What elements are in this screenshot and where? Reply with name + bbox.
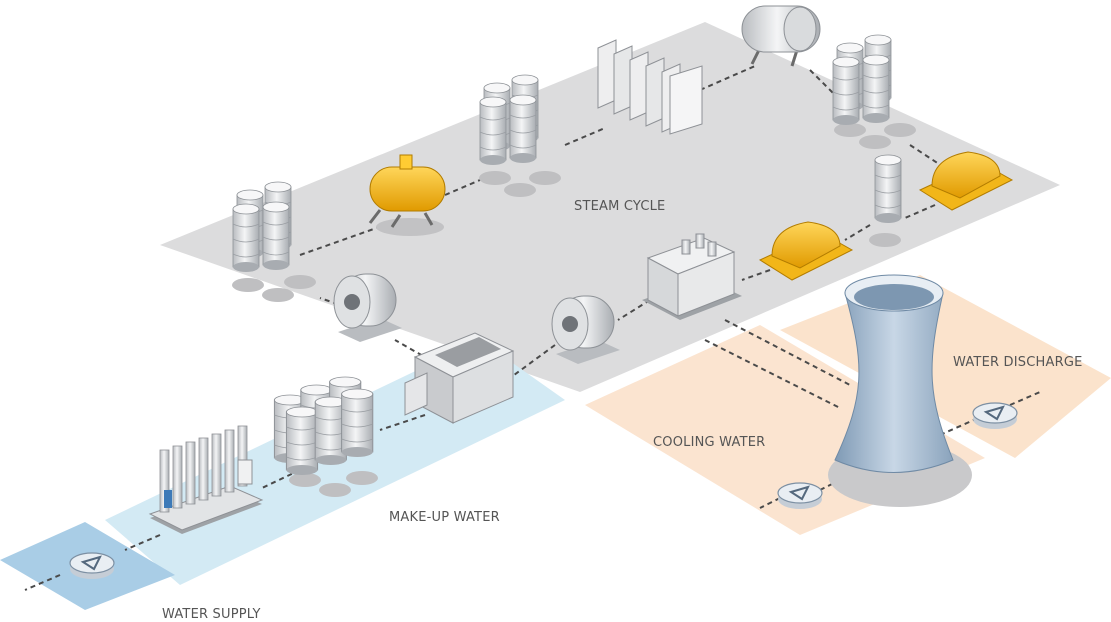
turbine-icon bbox=[918, 151, 1014, 211]
transformer-icon bbox=[642, 233, 742, 320]
cooling-water-label: COOLING WATER bbox=[653, 435, 766, 450]
reverse-osmosis-icon bbox=[148, 425, 264, 534]
tank-cluster-icon bbox=[874, 154, 902, 224]
pump-icon bbox=[551, 295, 620, 364]
turbine-icon bbox=[758, 221, 854, 281]
water-discharge-label: WATER DISCHARGE bbox=[953, 355, 1083, 370]
flow-lines bbox=[24, 65, 1041, 591]
cooling-tower-icon bbox=[828, 274, 972, 507]
treatment-unit-icon bbox=[404, 332, 515, 424]
flow-meter-icon bbox=[69, 552, 115, 580]
horizontal-vessel-icon bbox=[368, 154, 446, 236]
water-supply-label: WATER SUPPLY bbox=[162, 607, 261, 622]
flow-meter-icon bbox=[972, 402, 1018, 430]
pump-icon bbox=[333, 273, 402, 342]
flow-meter-icon bbox=[777, 482, 823, 510]
heat-exchanger-icon bbox=[597, 39, 703, 135]
make-up-water-label: MAKE-UP WATER bbox=[389, 510, 500, 525]
steam-cycle-label: STEAM CYCLE bbox=[574, 199, 666, 214]
horizontal-vessel-icon bbox=[741, 5, 821, 67]
